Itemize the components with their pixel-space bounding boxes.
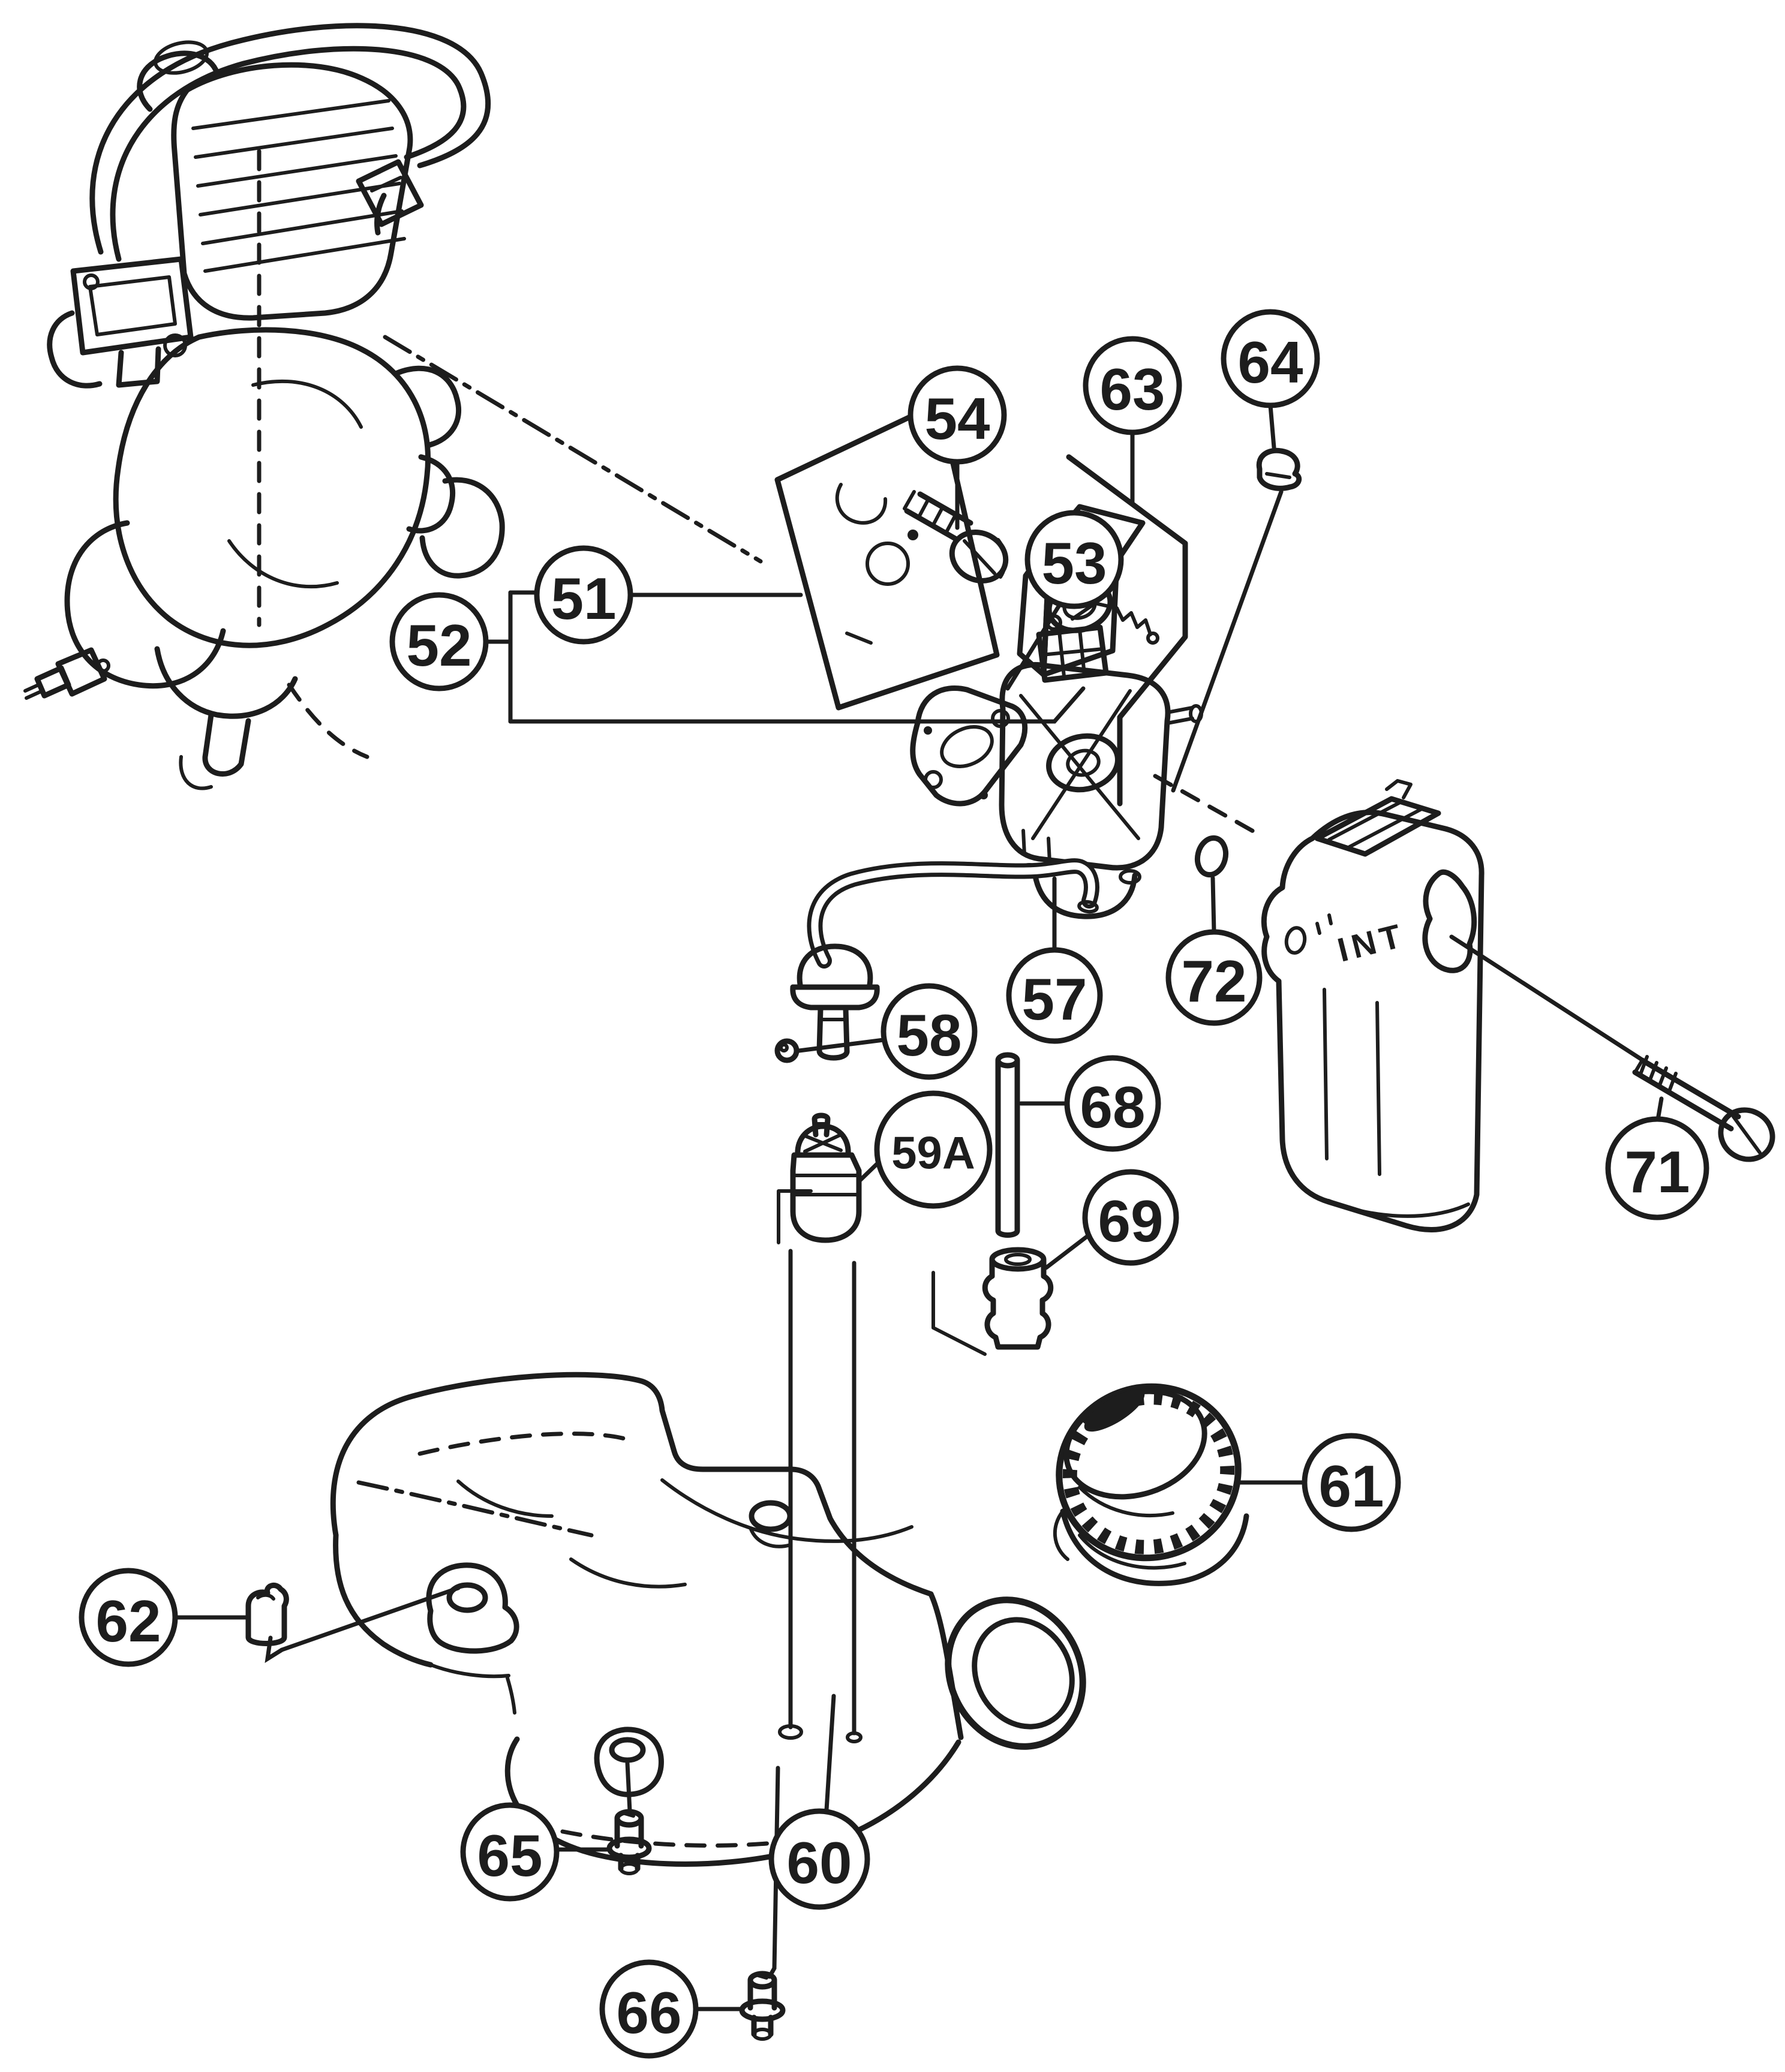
- fuel-filter-drawing: [790, 1112, 862, 1243]
- callout-61-circle: [1302, 1433, 1401, 1532]
- callout-61: 61: [1302, 1433, 1401, 1532]
- callout-66-circle: [599, 1959, 699, 2059]
- callout-66: 66: [599, 1959, 699, 2059]
- callout-52: 52: [389, 592, 489, 691]
- carb-to-aircleaner-leader: [1153, 774, 1262, 837]
- callout-69-circle: [1082, 1169, 1179, 1266]
- gasket-53-drawing: [910, 685, 1028, 807]
- callout-57-circle: [1006, 947, 1103, 1044]
- callout-63-circle: [1083, 336, 1182, 435]
- callout-71-circle: [1605, 1116, 1709, 1220]
- callout-68-circle: [1064, 1055, 1161, 1152]
- callout-72-label: 72: [1181, 948, 1246, 1014]
- callout-59A-circle: [874, 1090, 993, 1209]
- engine-assembly-drawing: [23, 23, 505, 790]
- clip-ring-58-drawing: [774, 1038, 800, 1063]
- callout-balloons: 51 52 53 54 57 58 59A 60 61 62 63 64 65 66 68 69 71 72: [79, 309, 1709, 2059]
- callout-51-label: 51: [551, 566, 616, 631]
- callout-58-circle: [881, 983, 978, 1080]
- gasket-plate-drawing: [774, 400, 1000, 711]
- callout-51: 51: [534, 545, 633, 645]
- screw-66-drawing: [739, 1971, 786, 2041]
- callout-53-circle: [1024, 510, 1124, 609]
- callout-52-circle: [389, 592, 489, 691]
- callout-54-label: 54: [924, 386, 990, 452]
- grommet-62-drawing: [245, 1583, 461, 1663]
- callout-leader-lines: [173, 403, 1664, 2011]
- callout-57-label: 57: [1021, 966, 1087, 1032]
- callout-71: 71: [1605, 1116, 1709, 1220]
- callout-62-label: 62: [95, 1588, 161, 1654]
- callout-65-circle: [460, 1802, 560, 1902]
- shield-panel-drawing: [1066, 454, 1188, 807]
- callout-66-label: 66: [616, 1980, 681, 2046]
- callout-61-label: 61: [1318, 1453, 1384, 1519]
- callout-54-circle: [907, 365, 1007, 465]
- fuel-pipe-drawing: [790, 858, 1099, 1061]
- callout-72: 72: [1165, 929, 1263, 1026]
- callout-53: 53: [1024, 510, 1124, 609]
- callout-64: 64: [1221, 309, 1320, 408]
- o-ring-drawing: [1194, 835, 1229, 878]
- callout-65: 65: [460, 1802, 560, 1902]
- callout-68: 68: [1064, 1055, 1161, 1152]
- callout-60-circle: [768, 1808, 870, 1910]
- air-cleaner-int-label: INT: [1334, 916, 1410, 969]
- screw-65-drawing: [606, 1809, 652, 1875]
- breather-pipe-drawing: [995, 1052, 1020, 1238]
- callout-68-label: 68: [1080, 1074, 1145, 1140]
- callout-69-label: 69: [1098, 1188, 1163, 1254]
- grommet-69-drawing: [982, 1247, 1054, 1350]
- callout-58: 58: [881, 983, 978, 1080]
- callout-54: 54: [907, 365, 1007, 465]
- bolt-71-drawing: [1632, 1055, 1775, 1162]
- callout-52-label: 52: [406, 612, 471, 678]
- callout-57: 57: [1006, 947, 1103, 1044]
- callout-62-circle: [79, 1568, 178, 1667]
- callout-60-label: 60: [786, 1830, 852, 1896]
- callout-72-circle: [1165, 929, 1263, 1026]
- callout-71-label: 71: [1624, 1139, 1690, 1205]
- callout-62: 62: [79, 1568, 178, 1667]
- callout-64-label: 64: [1237, 329, 1303, 395]
- engine-to-insulator-leader: [383, 335, 763, 564]
- air-cleaner-case-drawing: INT: [1261, 779, 1643, 1232]
- bolt-54-drawing: [903, 490, 1009, 584]
- callout-53-label: 53: [1041, 530, 1107, 596]
- clip-64-drawing: [1171, 447, 1302, 793]
- callout-64-circle: [1221, 309, 1320, 408]
- callout-51-circle: [534, 545, 633, 645]
- fuel-tank-drawing: [330, 1189, 1086, 1979]
- callout-63: 63: [1083, 336, 1182, 435]
- fuel-tank-cap-drawing: [1053, 1383, 1249, 1586]
- callout-69: 69: [1082, 1169, 1179, 1266]
- callout-59A: 59A: [874, 1090, 993, 1209]
- callout-65-label: 65: [477, 1823, 542, 1888]
- callout-59A-label: 59A: [891, 1128, 975, 1179]
- callout-58-label: 58: [896, 1002, 961, 1068]
- callout-60: 60: [768, 1808, 870, 1910]
- callout-63-label: 63: [1099, 356, 1165, 422]
